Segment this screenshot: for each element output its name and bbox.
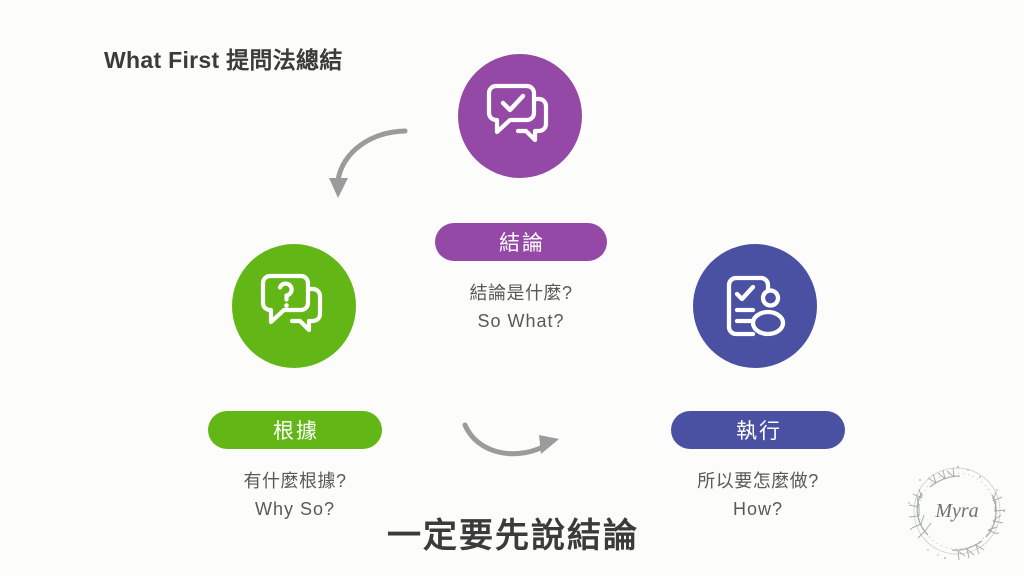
speech-bubbles-check-icon	[483, 81, 557, 151]
floral-wreath-logo: Myra	[898, 455, 1016, 571]
caption-execution-en: How?	[732, 498, 784, 519]
caption-evidence: 有什麼根據? Why So?	[205, 469, 385, 522]
pill-label-execution: 執行	[671, 411, 845, 449]
node-circle-conclusion	[458, 54, 582, 178]
pill-label-conclusion: 結論	[435, 223, 607, 261]
clipboard-checklist-person-icon	[720, 271, 790, 341]
watermark-script-text: Myra	[934, 500, 978, 522]
caption-evidence-cn: 有什麼根據?	[243, 471, 347, 491]
node-circle-execution	[693, 244, 817, 368]
caption-execution: 所以要怎麼做? How?	[668, 469, 848, 522]
curved-arrow-down-left-icon	[310, 118, 430, 215]
caption-execution-cn: 所以要怎麼做?	[697, 471, 819, 491]
caption-conclusion-en: So What?	[477, 310, 565, 331]
pill-label-evidence: 根據	[208, 411, 382, 449]
caption-conclusion-cn: 結論是什麼?	[469, 283, 573, 303]
caption-conclusion: 結論是什麼? So What?	[431, 281, 611, 334]
footer-headline: 一定要先說結論	[387, 517, 639, 555]
curved-arrow-right-icon	[455, 413, 583, 476]
speech-bubbles-question-icon	[257, 271, 331, 341]
page-title: What First 提問法總結	[104, 47, 343, 73]
caption-evidence-en: Why So?	[254, 498, 336, 519]
node-circle-evidence	[232, 244, 356, 368]
